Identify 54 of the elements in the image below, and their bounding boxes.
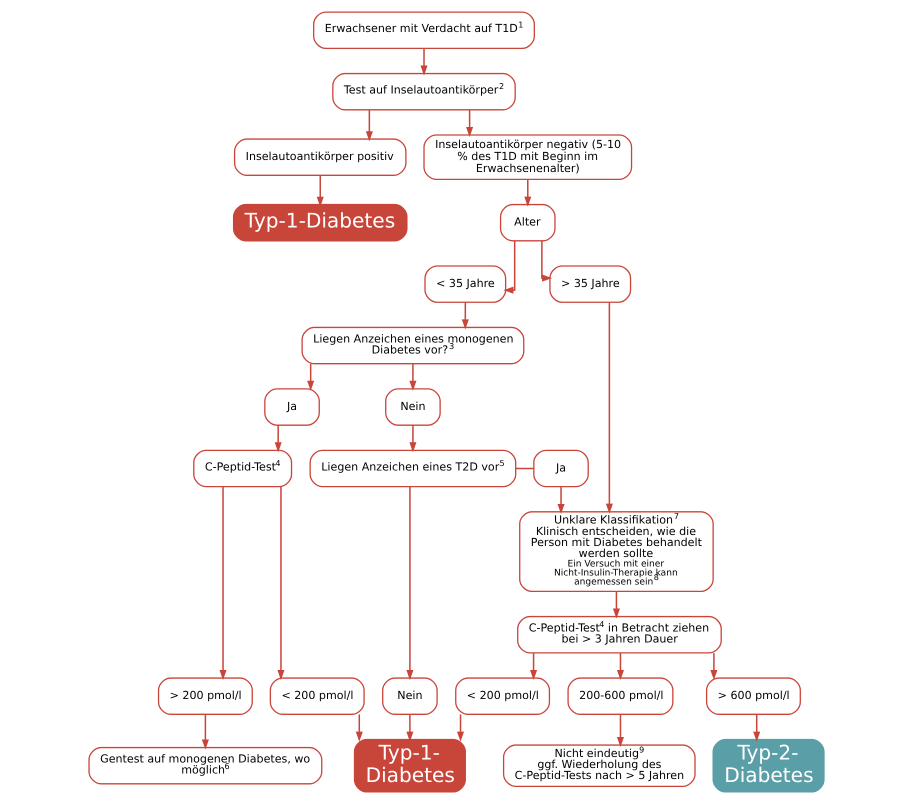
node-box: < 35 Jahre bbox=[424, 265, 506, 303]
arrow bbox=[461, 302, 468, 330]
arrow bbox=[502, 241, 515, 294]
node-box: > 35 Jahre bbox=[548, 265, 631, 303]
node-box: Liegen Anzeichen eines monogenen Diabetes vor?$^{3}$ bbox=[300, 326, 524, 364]
node-box: Gentest auf monogenen Diabetes, wo möglich$^{6}$ bbox=[88, 746, 322, 784]
arrow bbox=[605, 302, 612, 514]
node-box: Typ-1-Diabetes bbox=[232, 204, 408, 242]
arrow bbox=[530, 653, 537, 680]
node-box: < 200 pmol/l bbox=[269, 677, 364, 715]
arrow bbox=[752, 714, 760, 742]
arrow bbox=[201, 714, 208, 750]
node-box: Inselautoantikörper positiv bbox=[233, 138, 406, 176]
node-box: Ja bbox=[264, 388, 320, 426]
node-box: Nicht eindeutig$^{9}$ ggf. Wiederholung des C-Peptid-Tests nach > 5 Jahren bbox=[502, 744, 696, 787]
node-box: Typ-1- Diabetes bbox=[353, 738, 466, 793]
node-box: > 200 pmol/l bbox=[157, 677, 252, 715]
arrow bbox=[408, 425, 416, 452]
arrow bbox=[408, 364, 416, 391]
arrow bbox=[406, 486, 413, 680]
arrow bbox=[557, 486, 564, 514]
node-box: Nein bbox=[382, 677, 438, 715]
arrow bbox=[219, 486, 226, 680]
node-box: Inselautoantikörper negativ (5-10 % des T1D mit Beginn im Erwachsenenalter) bbox=[422, 134, 632, 180]
arrow bbox=[276, 486, 284, 680]
arrow bbox=[524, 179, 531, 207]
node-box: Test auf Inselautoantikörper$^{2}$ bbox=[332, 72, 516, 110]
arrow bbox=[456, 714, 464, 742]
arrow bbox=[710, 653, 717, 680]
arrow bbox=[616, 714, 624, 748]
node-box: 200-600 pmol/l bbox=[566, 677, 673, 715]
connector bbox=[515, 468, 533, 470]
arrow bbox=[616, 653, 624, 680]
arrow bbox=[316, 175, 324, 207]
node-box: C-Peptid-Test$^{4}$ bbox=[192, 450, 292, 488]
node-box: Nein bbox=[384, 388, 440, 426]
node-box: Liegen Anzeichen eines T2D vor$^{5}$ bbox=[309, 450, 516, 488]
arrow bbox=[466, 110, 473, 138]
arrow bbox=[365, 110, 372, 142]
arrow bbox=[540, 240, 552, 282]
node-box: Erwachsener mit Verdacht auf T1D$^{1}$ bbox=[312, 11, 534, 50]
arrow bbox=[406, 714, 413, 742]
arrow bbox=[355, 714, 362, 742]
node-box: Ja bbox=[532, 450, 588, 488]
node-box: C-Peptid-Test$^{4}$ in Betracht ziehen bei > 3 Jahren Dauer bbox=[516, 616, 722, 654]
node-box: Typ-2- Diabetes bbox=[712, 738, 824, 793]
arrow bbox=[420, 48, 428, 76]
arrow bbox=[612, 592, 620, 619]
node-box: > 600 pmol/l bbox=[705, 677, 800, 715]
node-box: Alter bbox=[499, 204, 556, 242]
arrow bbox=[274, 425, 282, 452]
node-box: < 200 pmol/l bbox=[454, 677, 550, 715]
arrow bbox=[306, 364, 314, 391]
node-box: Unklare Klassifikation$^{7}$ Klinisch entscheiden, wie die Person mit Diabetes behandelt werden sollte Ein Versuch mit einer Nicht-Insulin-Therapie kann angemessen sein$^{8}$ bbox=[518, 511, 714, 592]
